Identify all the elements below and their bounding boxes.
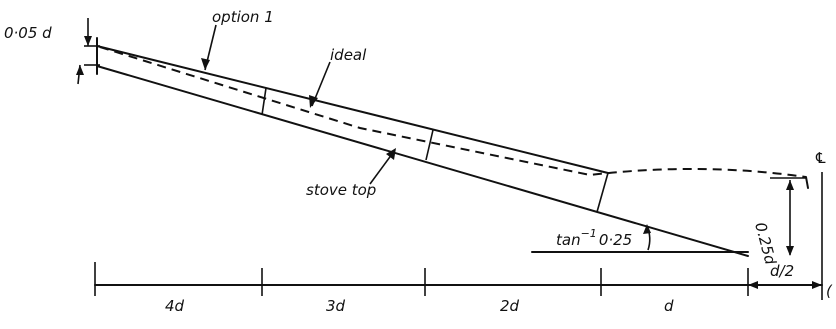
stove-top-line	[96, 65, 749, 257]
rib-3	[596, 172, 609, 213]
dim-d-label: d	[664, 297, 674, 315]
height-arrowhead-bottom	[786, 246, 794, 256]
rib-2	[425, 129, 434, 161]
height-arrowhead-top	[786, 180, 794, 190]
angle-arrowhead-top	[643, 224, 651, 234]
option-1-line	[96, 45, 609, 174]
option-1-arrowhead	[201, 58, 210, 70]
edge-mark: (	[826, 282, 833, 300]
dim-4d-label: 4d	[165, 297, 185, 315]
dim-half-label: d/2	[770, 262, 794, 280]
rib-1	[261, 87, 267, 116]
dim-2d-label: 2d	[500, 297, 520, 315]
centerline-symbol: ℄	[814, 149, 827, 167]
offset-label: 0·05 d	[4, 24, 52, 42]
ideal-end-tick	[805, 176, 809, 189]
option-1-label: option 1	[212, 8, 274, 26]
stove-top-arrowhead	[386, 148, 396, 160]
ideal-label: ideal	[330, 46, 367, 64]
offset-arrowhead-bottom	[76, 65, 84, 75]
ideal-arrowhead	[309, 95, 318, 108]
offset-arrowhead-top	[84, 36, 92, 46]
ideal-curve	[99, 46, 807, 178]
height-label: 0.25d	[751, 220, 780, 267]
dim-3d-label: 3d	[326, 297, 346, 315]
half-arrowhead-left	[748, 281, 758, 289]
stove-top-label: stove top	[306, 181, 376, 199]
half-arrowhead-right	[812, 281, 822, 289]
